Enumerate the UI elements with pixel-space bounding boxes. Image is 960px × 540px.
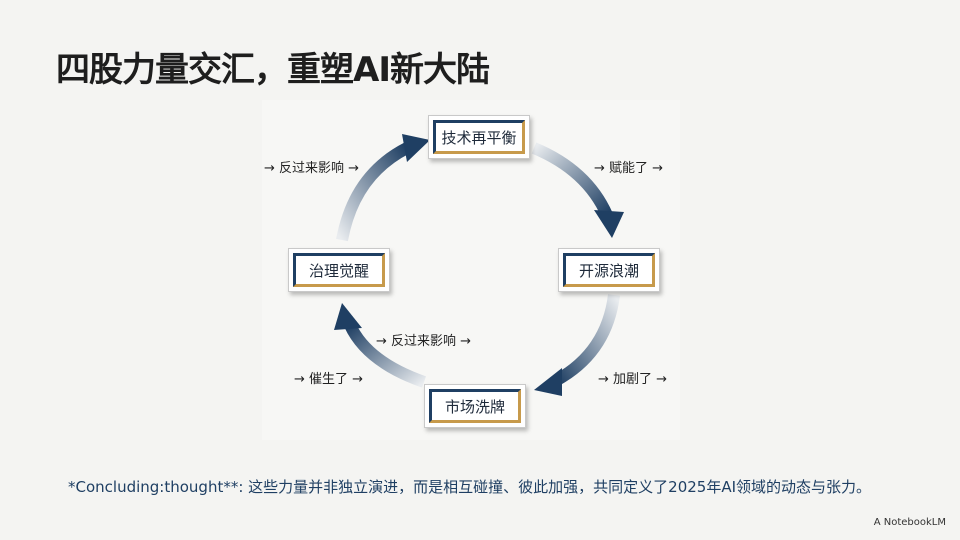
edge-label-left-top: → 反过来影响 → — [264, 161, 360, 176]
cycle-arrows — [334, 134, 624, 396]
edge-label-bottom-left: → 催生了 → — [294, 372, 364, 387]
arrowhead-bottom-to-left — [334, 303, 362, 330]
node-market-reshuffle-label: 市场洗牌 — [444, 397, 505, 416]
arrowhead-top-to-right — [594, 210, 624, 238]
node-open-source-wave: 开源浪潮 — [558, 248, 660, 292]
edge-label-center: → 反过来影响 → — [376, 334, 472, 349]
concluding-thought: *Concluding:thought**: 这些力量并非独立演进，而是相互碰撞… — [68, 478, 872, 496]
node-governance-awakening-label: 治理觉醒 — [308, 261, 369, 280]
edge-label-right-bottom: → 加剧了 → — [598, 372, 668, 387]
node-open-source-wave-label: 开源浪潮 — [578, 261, 639, 280]
cycle-diagram: 技术再平衡 开源浪潮 市场洗牌 治理觉醒 → 赋能了 → → 加剧了 → → 催… — [262, 100, 680, 440]
arrow-right-to-bottom — [553, 294, 620, 386]
arrow-top-to-right — [531, 142, 613, 218]
page-title: 四股力量交汇，重塑AI新大陆 — [56, 50, 490, 90]
arrow-left-to-top — [336, 142, 410, 242]
node-governance-awakening: 治理觉醒 — [288, 248, 390, 292]
node-market-reshuffle: 市场洗牌 — [424, 384, 526, 428]
notebooklm-brand: A NotebookLM — [873, 517, 946, 528]
arrow-bottom-to-left — [344, 322, 427, 388]
arrowhead-left-to-top — [402, 134, 430, 162]
node-tech-rebalance: 技术再平衡 — [428, 115, 530, 159]
node-tech-rebalance-label: 技术再平衡 — [441, 128, 517, 147]
edge-label-top-right: → 赋能了 → — [594, 161, 664, 176]
arrowhead-right-to-bottom — [534, 368, 562, 396]
